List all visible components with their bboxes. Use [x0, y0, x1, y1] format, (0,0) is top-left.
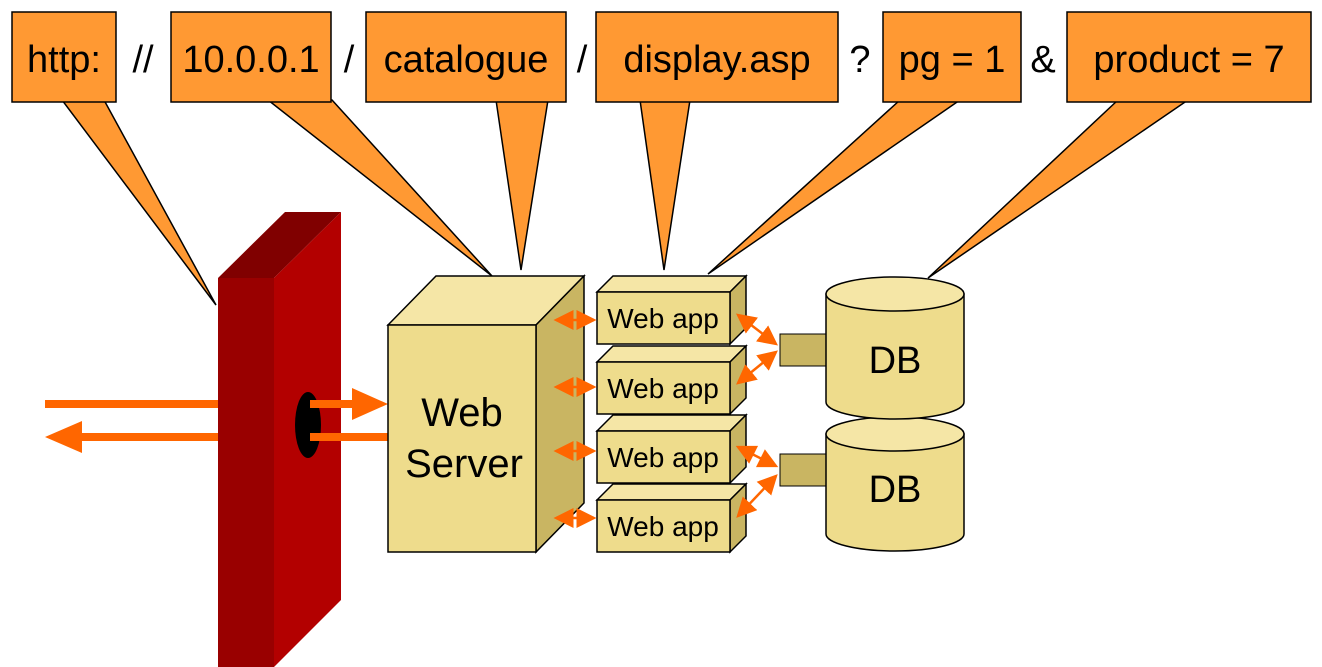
- firewall-left-face: [218, 278, 274, 667]
- server-app-links: [553, 310, 597, 528]
- client-traffic: [45, 388, 388, 453]
- callout-file: display.asp: [595, 11, 839, 103]
- db-label: DB: [869, 340, 922, 382]
- callout-folder-text: catalogue: [384, 39, 549, 81]
- web-server-front: [387, 324, 537, 553]
- pointer-param1: [707, 99, 963, 275]
- databases: DB DB: [825, 276, 965, 552]
- callout-param1-text: pg = 1: [899, 39, 1006, 81]
- database-cylinder-bottom: DB: [825, 416, 965, 552]
- app-db-link-2: [736, 350, 778, 385]
- query-mark: ?: [849, 39, 870, 81]
- url-callouts: http: // 10.0.0.1 / catalogue / display.…: [11, 11, 1312, 103]
- web-server: Web Server: [386, 274, 586, 554]
- app-db-link-4: [736, 474, 778, 518]
- pointer-file: [639, 99, 691, 271]
- app-db-links: [735, 313, 779, 518]
- to-server-arrow-head: [352, 388, 388, 420]
- web-app-2: Web app: [595, 344, 748, 416]
- callout-host-text: 10.0.0.1: [182, 39, 319, 81]
- web-app-4: Web app: [595, 482, 748, 554]
- database-cylinder-top: DB: [825, 276, 965, 420]
- firewall-top: [218, 212, 341, 278]
- separator-slashes: //: [132, 39, 154, 81]
- firewall-port-hole: [295, 392, 321, 458]
- web-server-side: [535, 274, 585, 554]
- db-connectors: [779, 333, 827, 487]
- callout-protocol-text: http:: [27, 39, 101, 81]
- web-apps: Web app Web app Web app Web app: [595, 274, 748, 554]
- web-app-label: Web app: [607, 303, 719, 334]
- pointer-folder: [495, 99, 549, 271]
- callout-param2-text: product = 7: [1093, 39, 1284, 81]
- db-connector-1: [779, 333, 827, 367]
- outgoing-arrow-head: [45, 421, 82, 453]
- db-connector-2: [779, 453, 827, 487]
- pointer-param2: [927, 99, 1191, 279]
- db-label: DB: [869, 469, 922, 511]
- web-server-label-line1: Web: [421, 391, 503, 435]
- callout-protocol: http:: [11, 11, 117, 103]
- web-app-3: Web app: [595, 413, 748, 485]
- ampersand: &: [1030, 39, 1055, 81]
- callout-file-text: display.asp: [623, 39, 810, 81]
- web-app-label: Web app: [607, 373, 719, 404]
- separator-slash-1: /: [344, 39, 355, 81]
- callout-param1: pg = 1: [882, 11, 1022, 103]
- callout-host: 10.0.0.1: [170, 11, 332, 103]
- web-server-label-line2: Server: [405, 442, 523, 486]
- app-db-link-1: [736, 313, 778, 346]
- pointer-protocol: [60, 99, 217, 306]
- separator-slash-2: /: [577, 39, 588, 81]
- app-db-link-3: [735, 445, 779, 468]
- callout-param2: product = 7: [1066, 11, 1312, 103]
- callout-folder: catalogue: [365, 11, 567, 103]
- web-app-label: Web app: [607, 511, 719, 542]
- web-app-1: Web app: [595, 274, 748, 346]
- firewall: [218, 212, 341, 667]
- web-app-label: Web app: [607, 442, 719, 473]
